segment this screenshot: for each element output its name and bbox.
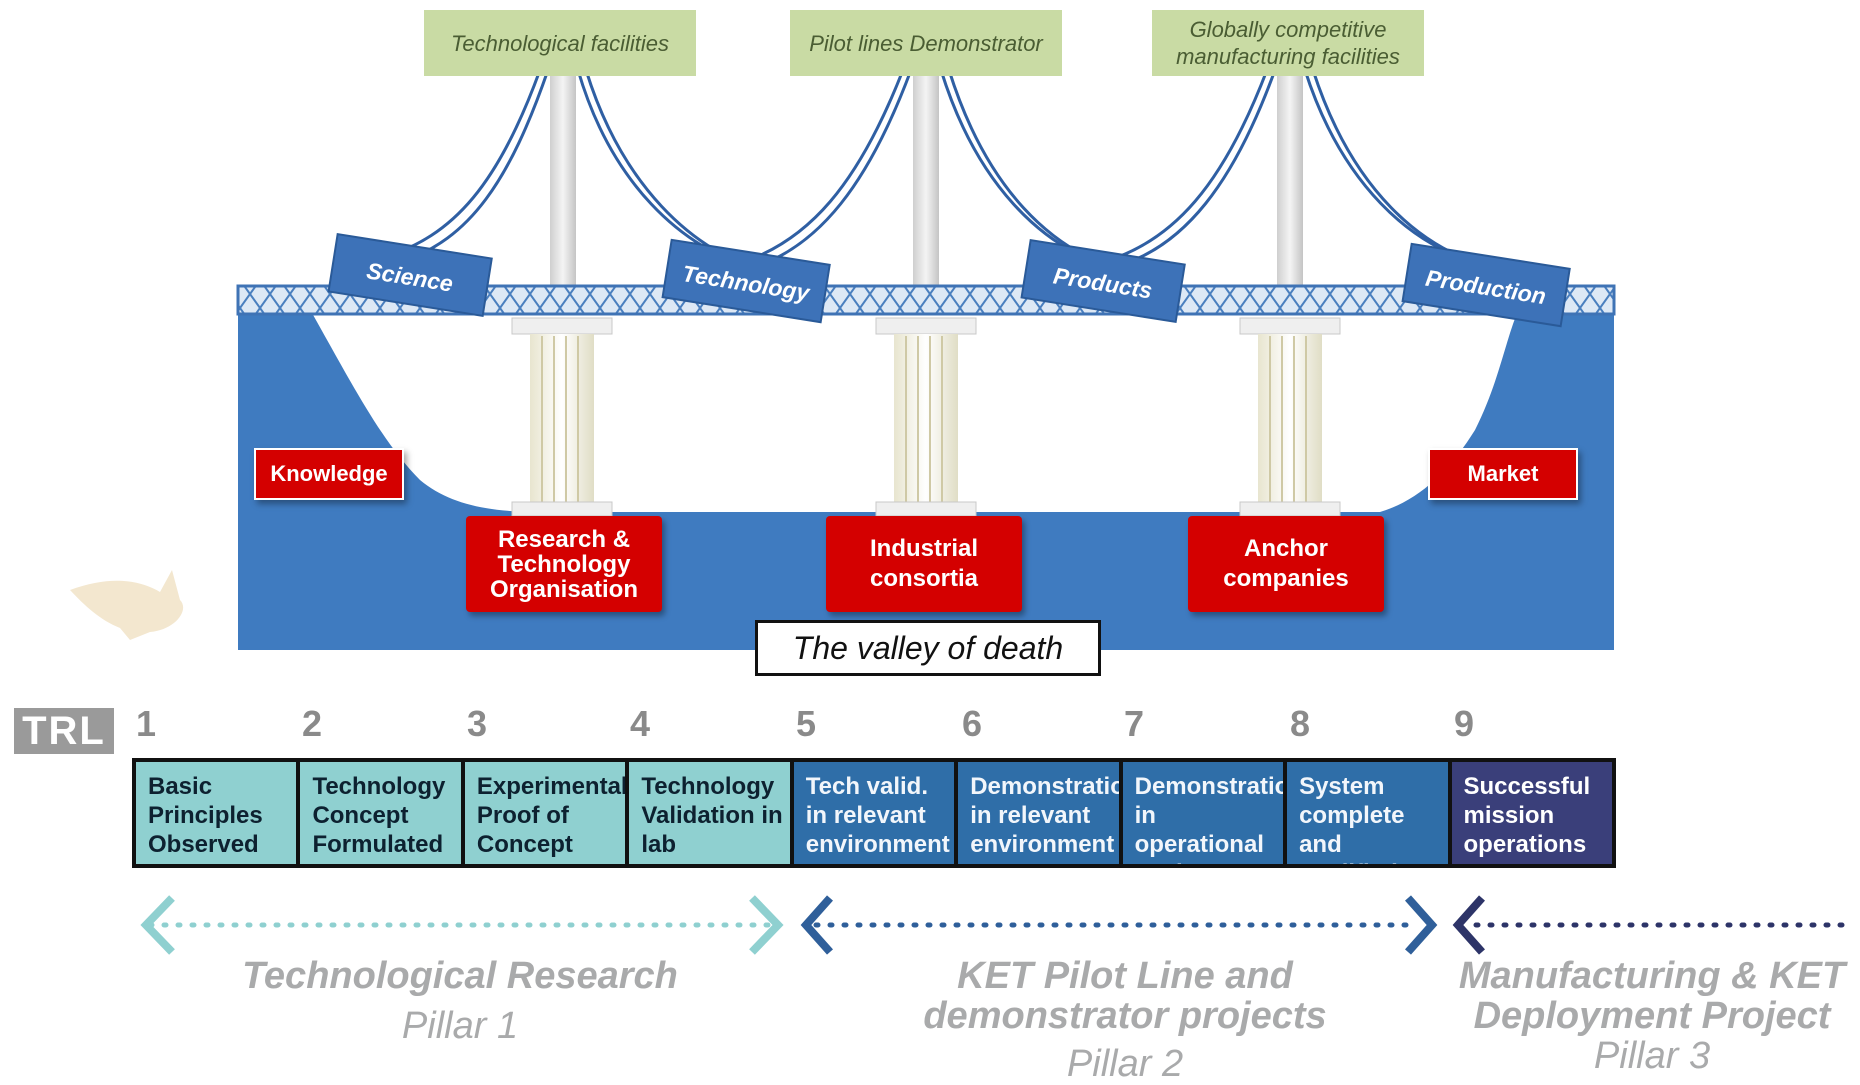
top-label-pilot-lines: Pilot lines Demonstrator bbox=[790, 10, 1062, 76]
trl-badge: TRL bbox=[14, 708, 114, 754]
pillar-1-sub: Pillar 1 bbox=[401, 1005, 519, 1047]
bridge-columns bbox=[511, 317, 1341, 517]
trl-number-2: 2 bbox=[302, 703, 323, 744]
deck-sign-technology: Technology bbox=[661, 238, 831, 324]
suspension-cables bbox=[379, 69, 1506, 276]
actor-text: Anchor companies bbox=[1223, 535, 1349, 592]
trl-number-9: 9 bbox=[1454, 703, 1475, 744]
pillar-2-sub: Pillar 2 bbox=[1066, 1043, 1184, 1085]
top-label-text: Pilot lines Demonstrator bbox=[809, 30, 1043, 56]
actor-industrial-consortia: Industrial consortia bbox=[826, 516, 1022, 612]
deck-sign-science: Science bbox=[327, 233, 493, 318]
deck-sign-products: Products bbox=[1020, 239, 1186, 324]
top-label-text: Technological facilities bbox=[450, 30, 670, 56]
pillar-arrows bbox=[140, 895, 1855, 955]
top-label-text: Globally competitive manufacturing facil… bbox=[1176, 17, 1400, 69]
trl-number-5: 5 bbox=[796, 703, 817, 744]
trl-number-3: 3 bbox=[467, 703, 488, 744]
knowledge-text: Knowledge bbox=[270, 461, 388, 486]
top-label-manufacturing-facilities: Globally competitive manufacturing facil… bbox=[1152, 10, 1424, 76]
valley-of-death-label: The valley of death bbox=[755, 620, 1101, 676]
trl-cell-5: Tech valid. in relevant environment bbox=[793, 762, 955, 864]
actor-text: Research & Technology Organisation bbox=[489, 525, 639, 603]
trl-cell-4: Technology Validation in lab bbox=[629, 762, 790, 864]
trl-cell-3: Experimental Proof of Concept bbox=[464, 762, 626, 864]
bridge-towers bbox=[550, 70, 1303, 288]
trl-number-7: 7 bbox=[1124, 703, 1145, 744]
actor-text: Industrial consortia bbox=[869, 535, 979, 592]
bird-watermark bbox=[70, 570, 184, 640]
market-text: Market bbox=[1467, 461, 1539, 486]
valley-text: The valley of death bbox=[792, 630, 1064, 666]
actor-anchor-companies: Anchor companies bbox=[1188, 516, 1384, 612]
pillar-3-title: Manufacturing & KET Deployment Project bbox=[1458, 955, 1846, 1037]
trl-cell-1: Basic Principles Observed bbox=[136, 762, 297, 864]
actor-rto: Research & Technology Organisation bbox=[466, 516, 662, 612]
trl-number-8: 8 bbox=[1290, 703, 1311, 744]
trl-number-4: 4 bbox=[630, 703, 651, 744]
trl-cell-9: Successful mission operations bbox=[1451, 762, 1612, 864]
trl-cell-8: System complete and qualified bbox=[1287, 762, 1448, 864]
trl-scale: Basic Principles Observed Technology Con… bbox=[132, 758, 1616, 868]
pillar-1-title: Technological Research bbox=[242, 955, 678, 997]
top-label-technological-facilities: Technological facilities bbox=[424, 10, 696, 76]
trl-cell-6: Demonstration in relevant environment bbox=[958, 762, 1119, 864]
market-label: Market bbox=[1428, 448, 1578, 500]
deck-sign-production: Production bbox=[1401, 242, 1571, 328]
pillar-3-sub: Pillar 3 bbox=[1593, 1035, 1711, 1077]
trl-cell-7: Demonstration in operational environment bbox=[1122, 762, 1284, 864]
knowledge-label: Knowledge bbox=[254, 448, 404, 500]
trl-number-6: 6 bbox=[962, 703, 983, 744]
trl-number-1: 1 bbox=[136, 703, 157, 744]
pillar-2-title: KET Pilot Line and demonstrator projects bbox=[923, 955, 1327, 1037]
trl-cell-2: Technology Concept Formulated bbox=[300, 762, 461, 864]
